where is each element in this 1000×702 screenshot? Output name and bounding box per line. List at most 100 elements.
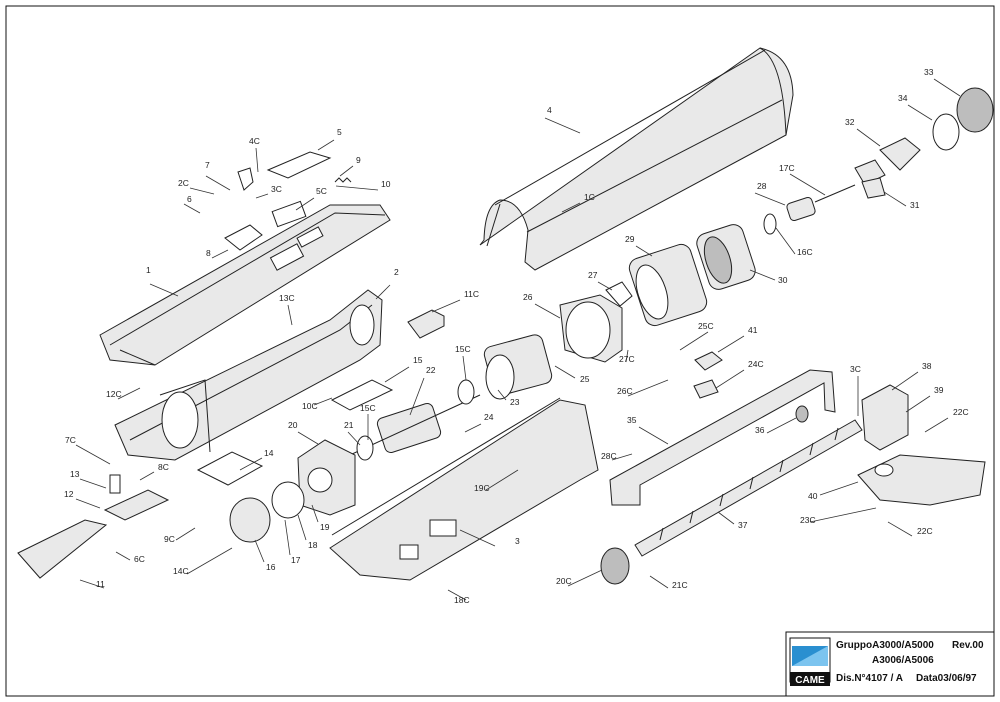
models: A3006/A5006 [872, 655, 934, 666]
upper-housing-part [99, 204, 391, 366]
drawing-frame [5, 5, 995, 697]
switch-part-2 [693, 379, 719, 399]
part-label-26c: 26C [617, 386, 633, 396]
switch-part [694, 351, 723, 371]
cover-plate-part [266, 151, 332, 179]
part-label-28: 28 [757, 181, 767, 191]
part-label-7: 7 [205, 160, 210, 170]
shaft-parts [763, 184, 856, 235]
part-label-32: 32 [845, 117, 855, 127]
part-label-14c: 14C [173, 566, 189, 576]
part-label-30: 30 [778, 275, 788, 285]
reducer-parts [229, 439, 356, 543]
part-label-20: 20 [288, 420, 298, 430]
part-label-41: 41 [748, 325, 758, 335]
part-label-15c: 15C [455, 344, 471, 354]
part-label-17c: 17C [779, 163, 795, 173]
part-label-5: 5 [337, 127, 342, 137]
lead-screw-part [634, 419, 863, 557]
worm-gear-parts [349, 379, 481, 461]
part-label-3c: 3C [271, 184, 282, 194]
part-label-37: 37 [738, 520, 748, 530]
part-label-17: 17 [291, 555, 301, 565]
part-label-13c: 13C [279, 293, 295, 303]
part-label-12c: 12C [106, 389, 122, 399]
part-label-18c: 18C [454, 595, 470, 605]
lock-part [224, 224, 263, 251]
part-label-39: 39 [934, 385, 944, 395]
part-label-22: 22 [426, 365, 436, 375]
part-label-9c: 9C [164, 534, 175, 544]
part-label-6c: 6C [134, 554, 145, 564]
part-label-19: 19 [320, 522, 330, 532]
motor-parts [483, 294, 623, 400]
bush-part [795, 405, 809, 423]
revision: Rev.00 [952, 640, 984, 651]
part-label-25c: 25C [698, 321, 714, 331]
part-label-24: 24 [484, 412, 494, 422]
drawing-date: Data03/06/97 [916, 673, 977, 684]
part-label-19c: 19C [474, 483, 490, 493]
part-label-3: 3 [515, 536, 520, 546]
part-label-27: 27 [588, 270, 598, 280]
part-label-5c: 5C [316, 186, 327, 196]
part-label-23c: 23C [800, 515, 816, 525]
part-label-13: 13 [70, 469, 80, 479]
epicyclic-parts [854, 87, 994, 199]
part-label-4c: 4C [249, 136, 260, 146]
part-label-35: 35 [627, 415, 637, 425]
part-label-23: 23 [510, 397, 520, 407]
part-label-15c: 15C [360, 403, 376, 413]
part-label-9: 9 [356, 155, 361, 165]
part-label-33: 33 [924, 67, 934, 77]
part-label-34: 34 [898, 93, 908, 103]
capacitor-part [407, 309, 445, 339]
part-label-16c: 16C [797, 247, 813, 257]
part-label-10c: 10C [302, 401, 318, 411]
part-label-28c: 28C [601, 451, 617, 461]
part-label-1: 1 [146, 265, 151, 275]
part-label-7c: 7C [65, 435, 76, 445]
part-label-1c: 1C [584, 192, 595, 202]
part-label-22c: 22C [917, 526, 933, 536]
limit-card-part [330, 379, 394, 411]
part-label-22c: 22C [953, 407, 969, 417]
part-label-11: 11 [96, 579, 105, 589]
fixing-plate-part [857, 454, 986, 506]
part-label-29: 29 [625, 234, 635, 244]
bracket-parts [103, 474, 170, 521]
part-label-26: 26 [523, 292, 533, 302]
group-line: GruppoA3000/A5000 [836, 640, 934, 651]
part-label-2c: 2C [178, 178, 189, 188]
motor-bell-parts [628, 224, 756, 327]
part-label-10: 10 [381, 179, 391, 189]
end-bracket-part [861, 384, 909, 451]
part-label-16: 16 [266, 562, 276, 572]
part-label-27c: 27C [619, 354, 635, 364]
spring-part [334, 177, 352, 183]
part-label-38: 38 [922, 361, 932, 371]
part-label-3c: 3C [850, 364, 861, 374]
came-logo: CAME [789, 637, 831, 686]
part-label-21: 21 [344, 420, 354, 430]
part-label-31: 31 [910, 200, 920, 210]
part-label-36: 36 [755, 425, 765, 435]
card-part [196, 451, 264, 486]
part-label-15: 15 [413, 355, 423, 365]
part-label-8c: 8C [158, 462, 169, 472]
part-label-14: 14 [264, 448, 274, 458]
part-label-18: 18 [308, 540, 318, 550]
logo-text: CAME [795, 675, 825, 686]
part-label-11c: 11C [464, 289, 479, 299]
part-label-25: 25 [580, 374, 590, 384]
leader-lines [75, 78, 961, 601]
part-label-8: 8 [206, 248, 211, 258]
part-label-6: 6 [187, 194, 192, 204]
gearbox-housing-part [114, 289, 383, 461]
parts-artwork [17, 47, 994, 585]
bearing-part [600, 547, 630, 585]
key-part [237, 167, 254, 191]
base-part [329, 397, 599, 581]
